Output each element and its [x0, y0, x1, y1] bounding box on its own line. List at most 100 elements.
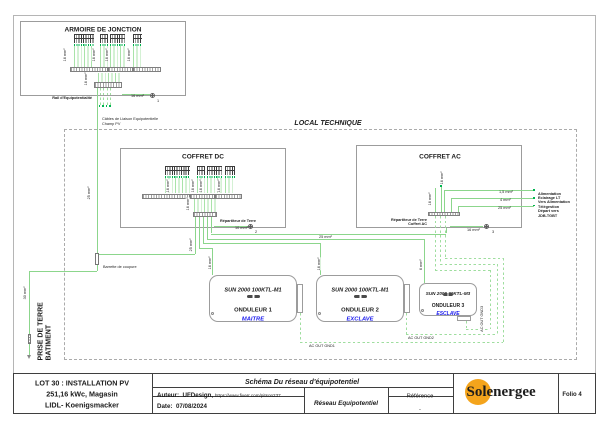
gnd-wire — [300, 312, 301, 342]
wire — [458, 205, 534, 207]
wire-bundle — [74, 45, 94, 68]
wire — [203, 216, 204, 244]
table-line — [388, 387, 389, 414]
wire-bundle — [194, 198, 216, 212]
wire-dots — [133, 44, 142, 46]
wire-end-dot — [105, 105, 108, 107]
wire — [320, 243, 321, 275]
earth-busbar — [133, 67, 161, 73]
earth-rail — [428, 211, 460, 217]
onduleur-3-tab — [456, 315, 471, 321]
wire-size-label: 16 mm² — [184, 197, 190, 211]
onduleur-3-box — [419, 283, 477, 316]
gnd-wire — [503, 258, 504, 342]
earth-electrode — [27, 334, 32, 344]
wire — [212, 248, 213, 275]
wire — [203, 243, 320, 245]
stub-wire — [99, 87, 101, 105]
coffret-ac-box — [356, 145, 522, 228]
wire — [441, 186, 442, 212]
earth-busbar — [190, 193, 215, 199]
gnd-wire — [489, 270, 491, 330]
wire-bundle — [98, 72, 121, 82]
wire-dots — [206, 176, 222, 178]
gnd-wire — [406, 333, 497, 335]
wire-size-label: 30 mm² — [22, 286, 27, 300]
wire-end-dot — [532, 204, 535, 207]
stub-wire — [110, 87, 111, 105]
gnd-wire — [440, 216, 441, 264]
terminal-comb — [165, 166, 190, 175]
wire — [207, 238, 424, 240]
wire — [214, 225, 248, 227]
onduleur-2-box — [316, 275, 404, 322]
logo-circle — [464, 378, 491, 405]
barrette-de-coupure — [94, 253, 100, 265]
earth-rail — [193, 212, 217, 217]
wire-end-dot — [440, 185, 442, 187]
wire-dots — [100, 44, 108, 46]
gnd-wire — [445, 258, 503, 259]
earth-arrow — [26, 355, 31, 359]
wire-dots — [196, 176, 205, 178]
wire-size-label: 6 mm² — [418, 258, 423, 270]
earth-symbol — [150, 92, 155, 98]
wire-bundle — [225, 177, 235, 194]
wire-dots — [110, 44, 125, 46]
wire-size-label: 16 mm² — [427, 191, 433, 205]
wire — [97, 254, 195, 255]
ground-screw — [211, 312, 215, 316]
table-line — [558, 373, 559, 414]
gnd-wire — [445, 216, 446, 258]
wire-size-label: 25 mm² — [86, 186, 92, 200]
wire-size-label: 16 mm² — [82, 71, 88, 85]
wire-bundle — [100, 45, 108, 68]
terminal-comb — [133, 34, 142, 43]
terminal-comb — [225, 166, 235, 175]
wire — [29, 343, 31, 355]
earth-busbar — [215, 193, 242, 199]
wire-dots — [225, 176, 235, 178]
onduleur-2-tab — [403, 284, 410, 313]
wire-size-label: 16 mm² — [62, 48, 68, 62]
gnd-wire — [435, 270, 490, 271]
onduleur-logo — [443, 292, 453, 296]
gnd-wire — [435, 216, 436, 270]
wire-end-dot — [109, 105, 111, 107]
wire — [97, 264, 98, 271]
wire — [211, 216, 212, 234]
wire-end-dot — [98, 105, 101, 107]
wire — [458, 205, 459, 212]
wire — [444, 190, 534, 191]
onduleur-logo — [246, 294, 260, 299]
ground-screw — [421, 309, 425, 312]
wire — [451, 197, 534, 199]
gnd-wire — [406, 312, 407, 334]
wire-size-label: 16 mm² — [164, 178, 170, 192]
wire-dots — [74, 44, 94, 46]
wire — [435, 188, 436, 212]
wire — [450, 225, 483, 227]
wire-end-dot — [102, 105, 104, 107]
terminal-comb — [100, 34, 108, 43]
earth-symbol — [248, 223, 253, 229]
wire — [211, 233, 446, 235]
table-line — [152, 373, 153, 414]
onduleur-1-tab — [296, 284, 303, 313]
wire — [444, 190, 445, 212]
ground-screw — [318, 312, 322, 316]
wire — [29, 271, 31, 334]
table-line — [452, 373, 454, 414]
terminal-comb — [110, 34, 125, 43]
onduleur-logo — [353, 294, 367, 299]
main-earth-wire — [97, 87, 98, 253]
gnd-wire — [466, 329, 490, 331]
earth-busbar — [70, 67, 108, 73]
wire — [424, 238, 425, 283]
wire — [451, 197, 452, 212]
wire-dots — [165, 176, 190, 178]
earth-busbar — [142, 193, 190, 199]
gnd-wire — [466, 321, 467, 330]
earth-busbar — [108, 67, 133, 73]
